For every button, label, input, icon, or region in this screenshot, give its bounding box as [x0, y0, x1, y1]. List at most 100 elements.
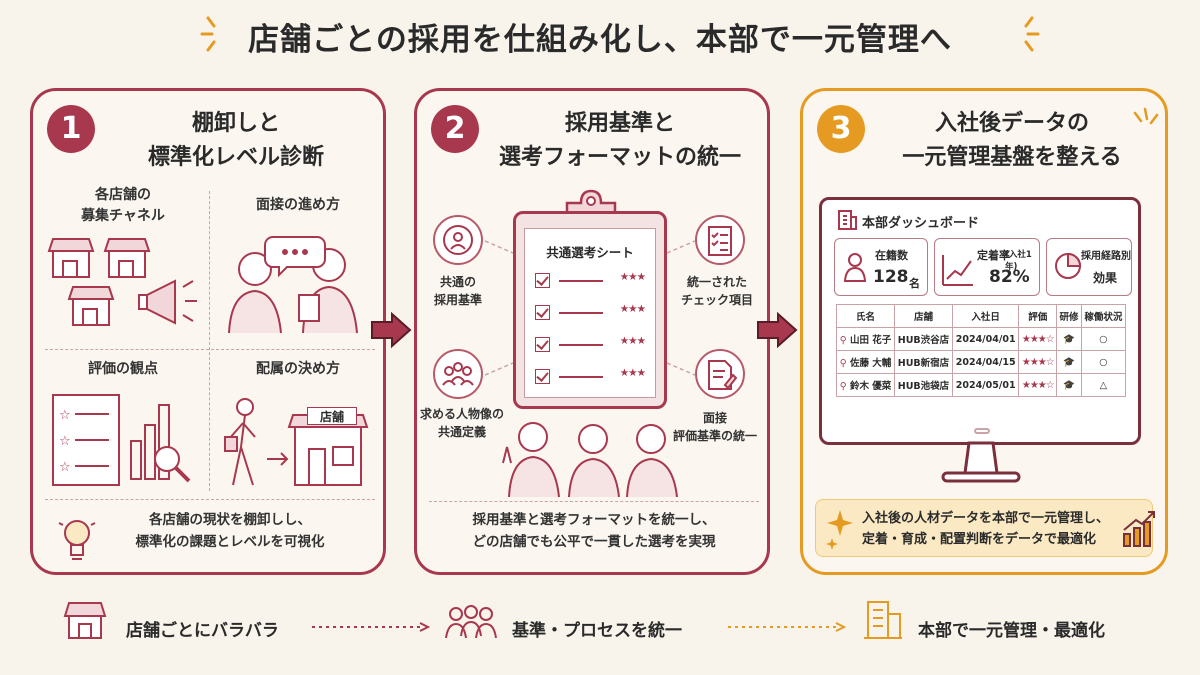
checkbox-icon: [535, 305, 550, 320]
interview-people-icon: [228, 236, 358, 334]
retention-sub: (入社1年): [1005, 250, 1032, 272]
persona-label: 求める人物像の 共通定義: [419, 407, 504, 439]
cell-date: 2024/04/15: [951, 350, 1020, 374]
bottom-step3: 本部で一元管理・最適化: [918, 621, 1105, 641]
col-date: 入社日: [951, 304, 1020, 328]
checkbox-icon: [535, 369, 550, 384]
line-chart-icon: [942, 255, 973, 286]
graduation-cap-icon: 🎓: [1056, 373, 1082, 397]
optimization-note: 入社後の人材データを本部で一元管理し、 定着・育成・配置判断をデータで最適化: [815, 499, 1155, 557]
growth-chart-icon: [1123, 511, 1155, 547]
panel-centralize: 3 入社後データの 一元管理基盤を整える 本部ダッシュボード 在籍数 128 名…: [800, 88, 1168, 575]
bottom-step1: 店舗ごとにバラバラ: [126, 621, 279, 641]
store-channel-icon: [47, 238, 197, 326]
panel-title: 棚卸しと 標準化レベル診断: [99, 107, 373, 175]
enrolled-value: 128: [873, 267, 909, 287]
store-sign: 店舗: [307, 407, 357, 425]
person-icon: ⚲: [839, 335, 847, 346]
retention-card: 定着率 (入社1年) 82%: [934, 238, 1040, 296]
enrolled-label: 在籍数: [875, 249, 908, 262]
rating-stars: ★★★: [619, 303, 646, 315]
employee-table: 氏名 店舗 入社日 評価 研修 稼働状況 ⚲ 山田 花子 HUB渋谷店 2024…: [835, 304, 1127, 397]
step-number-3: 3: [817, 105, 865, 153]
cell-name: ⚲ 鈴木 優菜: [835, 373, 896, 397]
cell-rating: ★★★☆: [1018, 327, 1058, 351]
dotted-arrow: [728, 622, 847, 632]
cell-name: ⚲ 山田 花子: [835, 327, 896, 351]
col-rating: 評価: [1018, 304, 1058, 328]
placement-label: 配属の決め方: [256, 361, 340, 377]
sheet-row: ★★★: [535, 335, 646, 355]
sparkle-right-icon: [1024, 16, 1040, 52]
cell-status: ○: [1080, 327, 1127, 351]
evaluation-label: 評価の観点: [88, 361, 158, 377]
person-icon: ⚲: [839, 358, 847, 369]
channel-label: 各店舗の 募集チャネル: [81, 187, 165, 224]
sheet-title: 共通選考シート: [546, 245, 634, 260]
arrow-right-icon: [757, 311, 798, 349]
retention-value: 82%: [989, 267, 1030, 287]
graduation-cap-icon: 🎓: [1056, 350, 1082, 374]
cell-date: 2024/04/01: [951, 327, 1020, 351]
sparkle-left-icon: [200, 16, 216, 52]
svg-text:☆: ☆: [59, 460, 71, 475]
svg-text:☆: ☆: [59, 434, 71, 449]
cell-store: HUB池袋店: [894, 373, 953, 397]
interview-criteria-label: 面接 評価基準の統一: [672, 411, 757, 443]
pie-chart-icon: [1055, 252, 1082, 279]
route-card: 採用経路別 効果: [1046, 238, 1132, 296]
common-selection-sheet: 共通選考シート ★★★ ★★★ ★★★ ★★★: [513, 211, 667, 409]
sheet-row: ★★★: [535, 367, 646, 387]
col-name: 氏名: [835, 304, 896, 328]
sparkle-icon: [1133, 107, 1159, 125]
rating-stars: ★★★: [619, 271, 646, 283]
person-icon: [843, 253, 867, 282]
target-person-icon: [433, 215, 483, 265]
checklist-icon: [695, 215, 745, 265]
table-row: ⚲ 佐藤 大輔 HUB新宿店 2024/04/15 ★★★☆ 🎓 ○: [835, 350, 1127, 374]
cell-rating: ★★★☆: [1018, 373, 1058, 397]
panel-standardize: 2 採用基準と 選考フォーマットの統一 共通の 採用基準 求める人物像の 共通定…: [414, 88, 770, 575]
check-items-label: 統一された チェック項目: [680, 275, 753, 307]
dotted-arrow: [312, 622, 431, 632]
checkbox-icon: [535, 273, 550, 288]
dashboard-monitor: 本部ダッシュボード 在籍数 128 名 定着率 (入社1年) 82% 採用経路別…: [819, 197, 1141, 445]
table-row: ⚲ 鈴木 優菜 HUB池袋店 2024/05/01 ★★★☆ 🎓 △: [835, 373, 1127, 397]
group-people-icon: [433, 349, 483, 399]
sparkle-icon: [826, 510, 853, 550]
panel2-summary: 採用基準と選考フォーマットを統一し、 どの店舗でも公平で一貫した選考を実現: [472, 512, 716, 550]
col-training: 研修: [1056, 304, 1082, 328]
panel-inventory: 1 棚卸しと 標準化レベル診断 各店舗の 募集チャネル 面接の進め方 評価の観点: [30, 88, 386, 575]
lightbulb-icon: [58, 520, 96, 560]
monitor-stand: [941, 441, 1021, 483]
note-text: 入社後の人材データを本部で一元管理し、 定着・育成・配置判断をデータで最適化: [862, 511, 1110, 547]
step-number-2: 2: [431, 105, 479, 153]
cell-store: HUB新宿店: [894, 350, 953, 374]
enrolled-unit: 名: [909, 277, 920, 290]
clipboard-clip-icon: [565, 189, 617, 219]
evaluation-checklist-icon: ☆ ☆ ☆: [52, 394, 191, 486]
monitor-logo: [974, 428, 990, 434]
person-icon: ⚲: [839, 381, 847, 392]
col-store: 店舗: [894, 304, 953, 328]
panel-title-line2: 標準化レベル診断: [147, 145, 324, 170]
page-title: 店舗ごとの採用を仕組み化し、本部で一元管理へ: [248, 22, 952, 58]
connector-lines: [484, 240, 696, 376]
panel-title-line1: 棚卸しと: [191, 111, 280, 136]
checkbox-icon: [535, 337, 550, 352]
bottom-step2: 基準・プロセスを統一: [512, 621, 682, 641]
interview-label: 面接の進め方: [256, 197, 340, 213]
building-icon: [838, 210, 857, 230]
cell-date: 2024/05/01: [951, 373, 1020, 397]
cell-store: HUB渋谷店: [894, 327, 953, 351]
building-icon: [864, 601, 902, 639]
panel-title: 入社後データの 一元管理基盤を整える: [902, 111, 1122, 170]
panel-title: 採用基準と 選考フォーマットの統一: [498, 111, 741, 170]
group-people-icon: [445, 605, 497, 639]
rating-stars: ★★★: [619, 367, 646, 379]
table-header-row: 氏名 店舗 入社日 評価 研修 稼働状況: [835, 304, 1127, 328]
dashboard-title: 本部ダッシュボード: [862, 216, 980, 231]
cell-name: ⚲ 佐藤 大輔: [835, 350, 896, 374]
table-row: ⚲ 山田 花子 HUB渋谷店 2024/04/01 ★★★☆ 🎓 ○: [835, 327, 1127, 351]
route-label: 採用経路別: [1081, 251, 1131, 262]
